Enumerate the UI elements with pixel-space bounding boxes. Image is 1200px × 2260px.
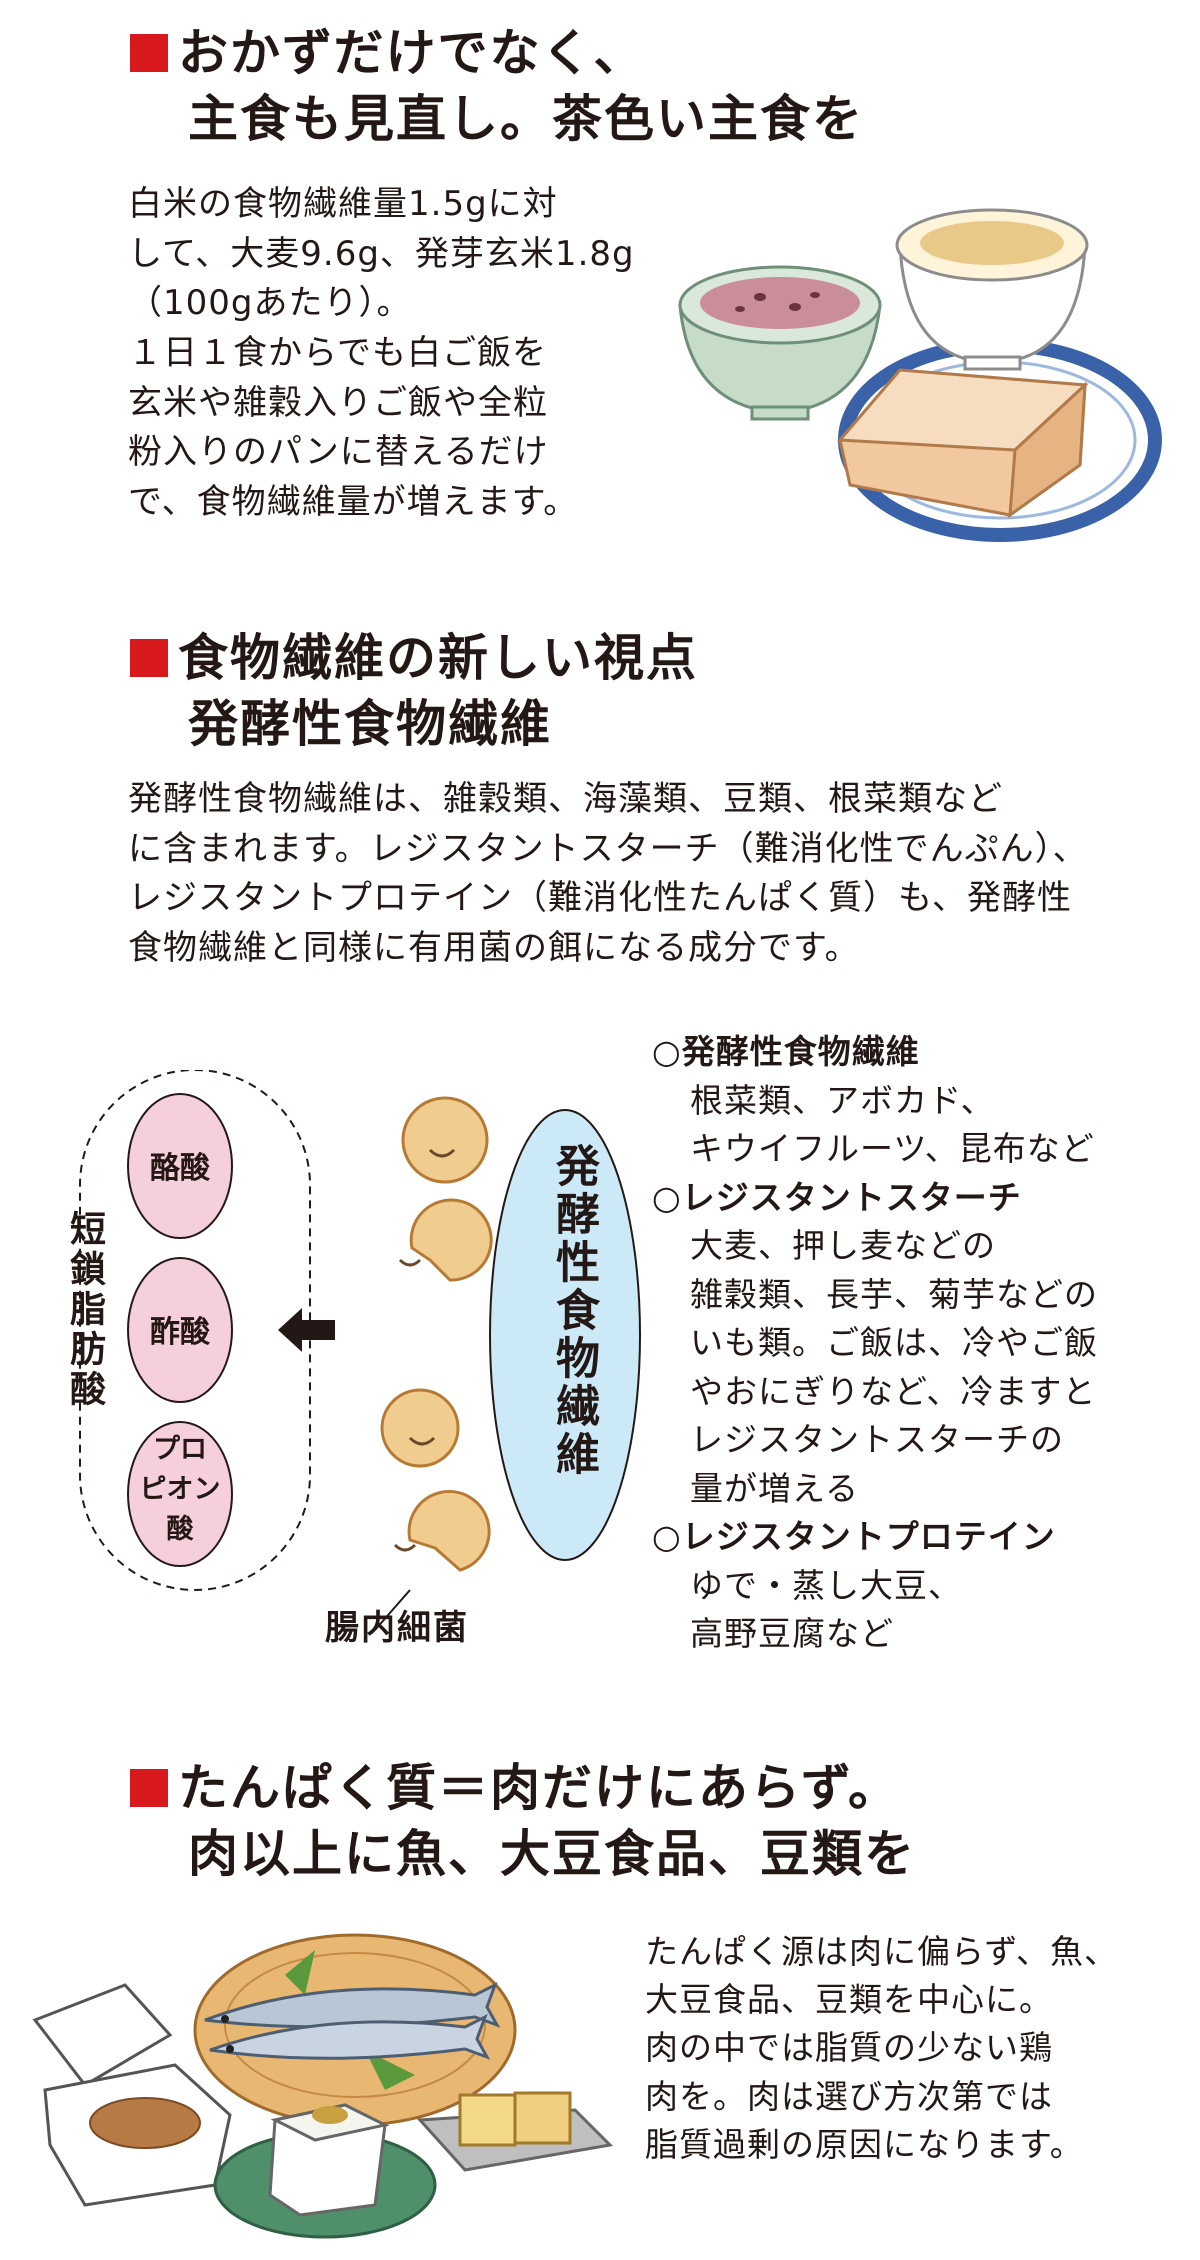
bacteria-icon [401, 1096, 489, 1184]
section1-body-line: 玄米や雑穀入りご飯や全粒 [128, 382, 548, 423]
red-square-icon [130, 1769, 168, 1807]
acid-propionic-label-2: ピオン [140, 1474, 221, 1505]
acid-butyric-label: 酪酸 [150, 1151, 211, 1186]
fish-icon [204, 1981, 501, 2029]
section2-body: 発酵性食物繊維は、雑穀類、海藻類、豆類、根菜類など に含まれます。レジスタントス… [128, 775, 1088, 974]
propionic-acid-ellipse [127, 1421, 233, 1567]
fish-icon [209, 2013, 491, 2060]
section3-body-line: 脂質過剰の原因になります。 [645, 2124, 1084, 2164]
bacteria-icon [409, 1198, 493, 1282]
list-item: ○レジスタントプロテイン ゆで・蒸し大豆、 高野豆腐など [652, 1513, 1098, 1659]
section1-body-line: （100gあたり）。 [128, 283, 412, 324]
natto-lid-icon [32, 1983, 173, 2087]
section1-body-line: 白米の食物繊維量1.5gに対 [128, 184, 558, 224]
list-item-line: キウイフルーツ、昆布など [690, 1129, 1095, 1168]
butyric-acid-ellipse [127, 1093, 233, 1239]
list-item-line: ゆで・蒸し大豆、 [690, 1565, 962, 1605]
section3-heading-line2: 肉以上に魚、大豆食品、豆類を [188, 1825, 916, 1883]
section2-body-line: に含まれます。レジスタントスターチ（難消化性でんぷん）、 [128, 828, 1088, 869]
section3-body-line: 肉を。肉は選び方次第では [645, 2076, 1053, 2116]
list-item-line: やおにぎりなど、冷ますと [690, 1371, 1097, 1411]
section2-heading-line1: 食物繊維の新しい視点 [178, 629, 698, 687]
acid-propionic-label-3: 酸 [167, 1514, 195, 1545]
section3-body-line: 肉の中では脂質の少ない鶏 [645, 2028, 1053, 2068]
section3-heading: たんぱく質＝肉だけにあらず。 肉以上に魚、大豆食品、豆類を [130, 1755, 916, 1887]
red-square-icon [130, 639, 168, 677]
list-item-title: ○発酵性食物繊維 [652, 1032, 920, 1071]
list-item-line: 雑穀類、長芋、菊芋などの [690, 1274, 1098, 1314]
section1-body-line: １日１食からでも白ご飯を [128, 332, 547, 373]
section1-heading-line2: 主食も見直し。茶色い主食を [188, 90, 864, 148]
section3-body-line: 大豆食品、豆類を中心に。 [645, 1980, 1053, 2020]
fried-tofu-icon [458, 2093, 517, 2147]
list-item-line: 大麦、押し麦などの [690, 1226, 996, 1265]
acid-acetic-label: 酢酸 [150, 1315, 211, 1350]
list-item-title: ○レジスタントプロテイン [652, 1517, 1056, 1556]
list-item: ○レジスタントスターチ 大麦、押し麦などの 雑穀類、長芋、菊芋などの いも類。ご… [652, 1174, 1098, 1514]
scfa-label: 短鎖脂肪酸 [64, 1210, 105, 1410]
section3-heading-line1: たんぱく質＝肉だけにあらず。 [178, 1759, 900, 1817]
section1-heading: おかずだけでなく、 主食も見直し。茶色い主食を [130, 20, 864, 152]
fermentable-fiber-ellipse [489, 1109, 641, 1561]
gut-bacteria-label: 腸内細菌 [325, 1608, 469, 1648]
section2-body-line: 食物繊維と同様に有用菌の餌になる成分です。 [128, 927, 860, 968]
list-item-line: 高野豆腐など [690, 1614, 894, 1653]
arrow-left-icon [278, 1308, 335, 1352]
bacteria-icon [380, 1388, 460, 1468]
red-square-icon [130, 34, 168, 72]
fried-tofu-icon [513, 2091, 572, 2145]
bacteria-icon [407, 1490, 491, 1572]
list-item-line: 量が増える [690, 1468, 860, 1508]
bacteria-icons [380, 1096, 493, 1572]
acid-propionic-label-1: プロ [153, 1434, 207, 1465]
section1-body-line: して、大麦9.6g、発芽玄米1.8g [128, 233, 635, 274]
natto-icon [89, 2097, 201, 2149]
list-item: ○発酵性食物繊維 根菜類、アボカド、 キウイフルーツ、昆布など [652, 1028, 1098, 1174]
section2-body-line: 発酵性食物繊維は、雑穀類、海藻類、豆類、根菜類など [128, 779, 1003, 819]
section2-body-line: レジスタントプロテイン（難消化性たんぱく質）も、発酵性 [128, 878, 1072, 919]
section3-body-line: たんぱく源は肉に偏らず、魚、 [645, 1932, 1119, 1971]
fiber-source-list: ○発酵性食物繊維 根菜類、アボカド、 キウイフルーツ、昆布など ○レジスタントス… [652, 1028, 1098, 1659]
section1-body-line: 粉入りのパンに替えるだけ [128, 432, 549, 473]
fermentable-fiber-label: 発酵性食物繊維 [548, 1143, 599, 1479]
section3-body: たんぱく源は肉に偏らず、魚、 大豆食品、豆類を中心に。 肉の中では脂質の少ない鶏… [645, 1928, 1118, 2169]
acetic-acid-ellipse [127, 1257, 233, 1403]
list-item-title: ○レジスタントスターチ [652, 1177, 1022, 1217]
grain-foods-illustration [678, 208, 1162, 542]
pointer-line [374, 1589, 411, 1631]
section2-heading: 食物繊維の新しい視点 発酵性食物繊維 [130, 625, 698, 757]
protein-foods-illustration [32, 1933, 614, 2239]
fermentation-diagram: 酪酸 酢酸 プロ ピオン 酸 [79, 1070, 641, 1631]
section2-heading-line2: 発酵性食物繊維 [188, 695, 552, 753]
section1-heading-line1: おかずだけでなく、 [178, 24, 646, 82]
section1-body: 白米の食物繊維量1.5gに対 して、大麦9.6g、発芽玄米1.8g （100gあ… [128, 180, 635, 527]
list-item-line: いも類。ご飯は、冷やご飯 [690, 1323, 1098, 1362]
list-item-line: 根菜類、アボカド、 [690, 1080, 995, 1120]
section1-body-line: で、食物繊維量が増えます。 [128, 481, 579, 522]
list-item-line: レジスタントスターチの [690, 1420, 1064, 1459]
